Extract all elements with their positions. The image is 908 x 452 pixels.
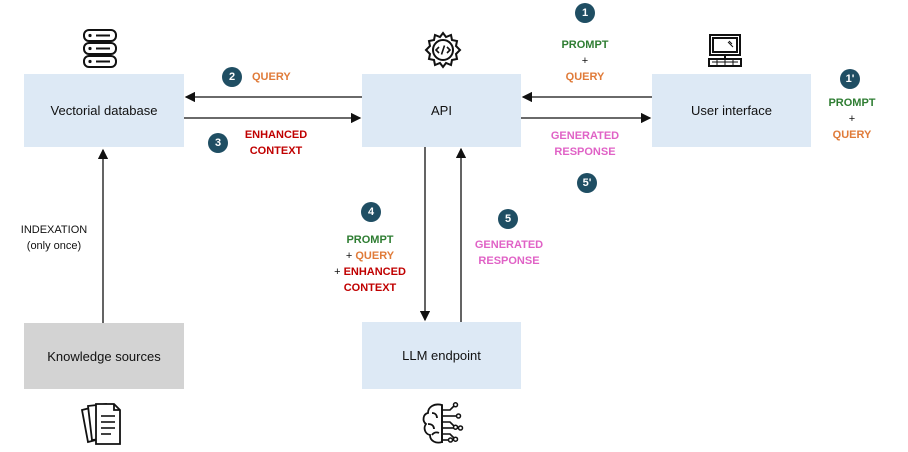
step2-query-label: QUERY [252,71,291,83]
step5p-response: RESPONSE [554,146,616,158]
step-badge-5: 5 [498,209,518,229]
step-badge-2: 2 [222,67,242,87]
indexation-label: INDEXATION (only once) [14,222,94,254]
step5-generated: GENERATED [474,239,544,251]
user-interface-box: User interface [652,74,811,147]
ai-brain-icon [422,402,464,444]
step3-context: CONTEXT [249,145,303,157]
step-badge-1: 1 [575,3,595,23]
step5p-generated: GENERATED [550,130,620,142]
step3-enhanced-context-label: ENHANCED CONTEXT [236,127,316,159]
step4-plus-query: + QUERY [345,250,395,262]
documents-icon [80,403,121,445]
indexation-note: (only once) [26,240,82,252]
step1p-prompt: PROMPT [828,97,876,109]
step4-plus-enhanced: + ENHANCED [334,266,406,278]
step5p-generated-response-label: GENERATED RESPONSE [545,128,625,160]
step5-generated-response-label: GENERATED RESPONSE [469,237,549,269]
indexation-text: INDEXATION [20,224,88,236]
api-gear-icon [424,31,462,69]
step1-plus: + [581,55,589,67]
user-interface-label: User interface [691,103,772,118]
llm-endpoint-label: LLM endpoint [402,348,481,363]
vectorial-database-label: Vectorial database [50,103,158,118]
step5-response: RESPONSE [478,255,540,267]
step4-prompt: PROMPT [346,234,394,246]
step4-label: PROMPT + QUERY + ENHANCED CONTEXT [325,232,415,296]
database-icon [83,29,117,68]
step1p-label: PROMPT + QUERY [817,95,887,143]
step-badge-1-prime: 1' [840,69,860,89]
step1p-query: QUERY [832,129,872,141]
knowledge-sources-label: Knowledge sources [47,348,161,364]
llm-endpoint-box: LLM endpoint [362,322,521,389]
vectorial-database-box: Vectorial database [24,74,184,147]
step1-query: QUERY [565,71,605,83]
step-badge-4: 4 [361,202,381,222]
api-label: API [431,103,452,118]
step1-label: PROMPT + QUERY [550,37,620,85]
step1-prompt: PROMPT [561,39,609,51]
step4-context: CONTEXT [343,282,397,294]
step1p-plus: + [848,113,856,125]
api-box: API [362,74,521,147]
step-badge-5-prime: 5' [577,173,597,193]
step3-enhanced: ENHANCED [244,129,308,141]
knowledge-sources-box: Knowledge sources [24,323,184,389]
computer-icon [708,34,742,67]
step-badge-3: 3 [208,133,228,153]
